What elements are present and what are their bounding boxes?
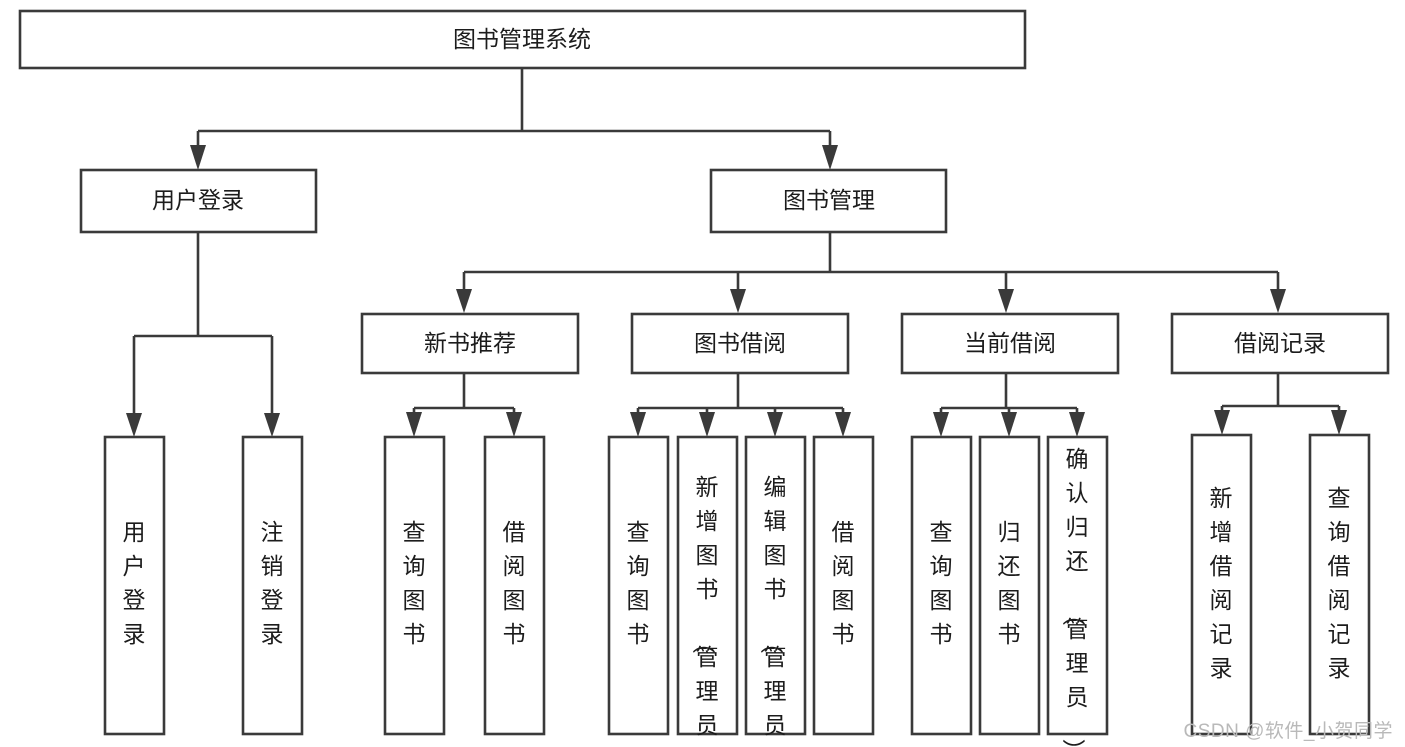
node-leaf-query-book-3[interactable]: 查询图书 [910, 435, 973, 736]
arrow-head-current-borrow [998, 289, 1014, 313]
node-current-borrow-label: 当前借阅 [964, 330, 1056, 356]
arrow-head-user-login [190, 145, 206, 170]
node-leaf-confirm-return[interactable]: 确认归还（管理员） [1046, 435, 1109, 747]
node-leaf-add-record-label: 新增借阅记录 [1210, 485, 1233, 681]
connector-group-user-login [126, 232, 280, 437]
connector-group-root [190, 68, 838, 170]
node-leaf-return-book[interactable]: 归还图书 [978, 435, 1041, 736]
connector-group-book-borrow [630, 373, 851, 437]
node-leaf-add-record-box[interactable] [1190, 433, 1253, 736]
node-root-box[interactable] [18, 9, 1027, 70]
arrow-head-book-manage [822, 145, 838, 170]
node-leaf-user-login-box[interactable] [103, 435, 166, 736]
node-leaf-query-record[interactable]: 查询借阅记录 [1308, 433, 1371, 736]
arrow-head-leaf-return-book [1001, 412, 1017, 437]
node-user-login-box[interactable] [79, 168, 318, 234]
arrow-head-leaf-borrow-book-1 [506, 412, 522, 437]
node-new-book-recommend[interactable]: 新书推荐 [360, 312, 580, 375]
node-leaf-add-book-box[interactable] [676, 435, 739, 736]
node-leaf-add-book[interactable]: 新增图书（管理员） [676, 435, 739, 747]
connector-group-current-borrow [933, 373, 1085, 437]
node-leaf-borrow-book-1-box[interactable] [483, 435, 546, 736]
arrow-head-leaf-query-book-2 [630, 412, 646, 437]
arrow-head-leaf-query-book-3 [933, 412, 949, 437]
node-leaf-query-book-2-label: 查询图书 [627, 519, 650, 647]
node-leaf-user-logout-label: 注销登录 [261, 519, 284, 647]
node-user-login[interactable]: 用户登录 [79, 168, 318, 234]
node-leaf-query-book-3-box[interactable] [910, 435, 973, 736]
node-leaf-query-book-2[interactable]: 查询图书 [607, 435, 670, 736]
connector-group-book-manage [456, 232, 1286, 313]
node-leaf-user-logout-box[interactable] [241, 435, 304, 736]
node-leaf-query-record-label: 查询借阅记录 [1328, 485, 1351, 681]
node-book-borrow[interactable]: 图书借阅 [630, 312, 850, 375]
arrow-head-leaf-user-logout [264, 413, 280, 437]
node-root[interactable]: 图书管理系统 [18, 9, 1027, 70]
node-borrow-record-label: 借阅记录 [1234, 330, 1326, 356]
arrow-head-leaf-borrow-book-2 [835, 412, 851, 437]
arrow-head-borrow-record [1270, 289, 1286, 313]
arrow-head-book-borrow [730, 289, 746, 313]
node-book-manage-label: 图书管理 [783, 187, 875, 213]
node-borrow-record[interactable]: 借阅记录 [1170, 312, 1390, 375]
node-leaf-query-book-1-box[interactable] [383, 435, 446, 736]
arrow-head-leaf-query-book-1 [406, 412, 422, 437]
node-leaf-query-book-1[interactable]: 查询图书 [383, 435, 446, 736]
node-current-borrow[interactable]: 当前借阅 [900, 312, 1120, 375]
node-book-manage-box[interactable] [709, 168, 948, 234]
node-leaf-edit-book[interactable]: 编辑图书（管理员） [744, 435, 807, 747]
node-leaf-query-book-2-box[interactable] [607, 435, 670, 736]
node-leaf-edit-book-label: 编辑图书（管理员） [759, 474, 787, 747]
arrow-head-leaf-user-login [126, 413, 142, 437]
node-leaf-borrow-book-2-box[interactable] [812, 435, 875, 736]
node-borrow-record-box[interactable] [1170, 312, 1390, 375]
connector-group-new-book-recommend [406, 373, 522, 437]
node-leaf-return-book-label: 归还图书 [998, 519, 1021, 647]
node-leaf-return-book-box[interactable] [978, 435, 1041, 736]
node-root-label: 图书管理系统 [453, 26, 591, 52]
node-leaf-borrow-book-1[interactable]: 借阅图书 [483, 435, 546, 736]
node-leaf-user-logout[interactable]: 注销登录 [241, 435, 304, 736]
node-leaf-edit-book-box[interactable] [744, 435, 807, 736]
node-leaf-user-login-label: 用户登录 [123, 519, 146, 647]
node-leaf-query-book-3-label: 查询图书 [930, 519, 953, 647]
arrow-head-leaf-confirm-return [1069, 412, 1085, 437]
arrow-head-new-book-recommend [456, 289, 472, 313]
node-book-manage[interactable]: 图书管理 [709, 168, 948, 234]
node-user-login-label: 用户登录 [152, 187, 244, 213]
arrow-head-leaf-add-record [1214, 410, 1230, 435]
node-leaf-add-book-label: 新增图书（管理员） [691, 474, 719, 747]
node-leaf-confirm-return-label: 确认归还（管理员） [1061, 446, 1089, 747]
node-leaf-query-book-1-label: 查询图书 [403, 519, 426, 647]
node-book-borrow-label: 图书借阅 [694, 330, 786, 356]
node-new-book-recommend-box[interactable] [360, 312, 580, 375]
node-leaf-borrow-book-2[interactable]: 借阅图书 [812, 435, 875, 736]
connector-group-borrow-record [1214, 373, 1347, 435]
node-leaf-borrow-book-2-label: 借阅图书 [832, 519, 855, 647]
node-leaf-confirm-return-box[interactable] [1046, 435, 1109, 736]
node-leaf-query-record-box[interactable] [1308, 433, 1371, 736]
node-new-book-recommend-label: 新书推荐 [424, 330, 516, 356]
node-leaf-add-record[interactable]: 新增借阅记录 [1190, 433, 1253, 736]
node-current-borrow-box[interactable] [900, 312, 1120, 375]
node-leaf-borrow-book-1-label: 借阅图书 [503, 519, 526, 647]
arrow-head-leaf-edit-book [767, 412, 783, 437]
arrow-head-leaf-add-book [699, 412, 715, 437]
arrow-head-leaf-query-record [1331, 410, 1347, 435]
node-book-borrow-box[interactable] [630, 312, 850, 375]
node-leaf-user-login[interactable]: 用户登录 [103, 435, 166, 736]
